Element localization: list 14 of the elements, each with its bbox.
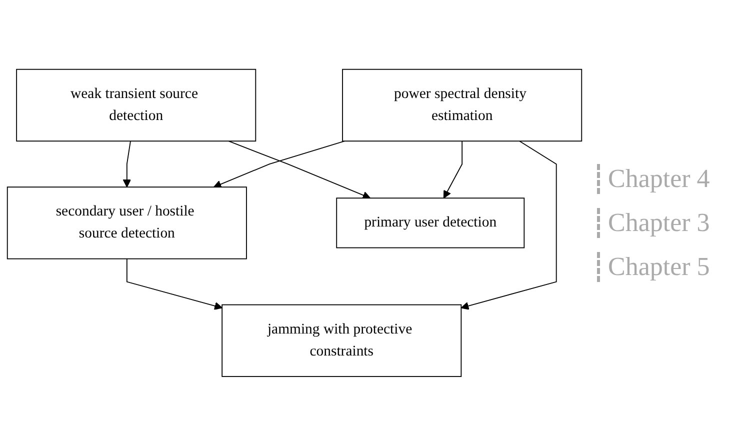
node-box: jamming with protective constraints bbox=[222, 304, 462, 378]
arrow bbox=[126, 258, 222, 310]
chapter-label: Chapter 5 bbox=[597, 252, 747, 282]
node-box: weak transient source detection bbox=[16, 68, 256, 142]
arrow bbox=[443, 140, 463, 199]
chapter-label: Chapter 4 bbox=[597, 164, 747, 194]
chapter-label: Chapter 3 bbox=[597, 208, 747, 238]
node-box: power spectral density estimation bbox=[342, 68, 582, 142]
arrow bbox=[228, 140, 371, 200]
arrow bbox=[122, 140, 131, 188]
node-box: secondary user / hostile source detection bbox=[6, 186, 247, 260]
arrow bbox=[460, 140, 557, 310]
arrow bbox=[213, 140, 346, 188]
node-box: primary user detection bbox=[336, 198, 525, 248]
